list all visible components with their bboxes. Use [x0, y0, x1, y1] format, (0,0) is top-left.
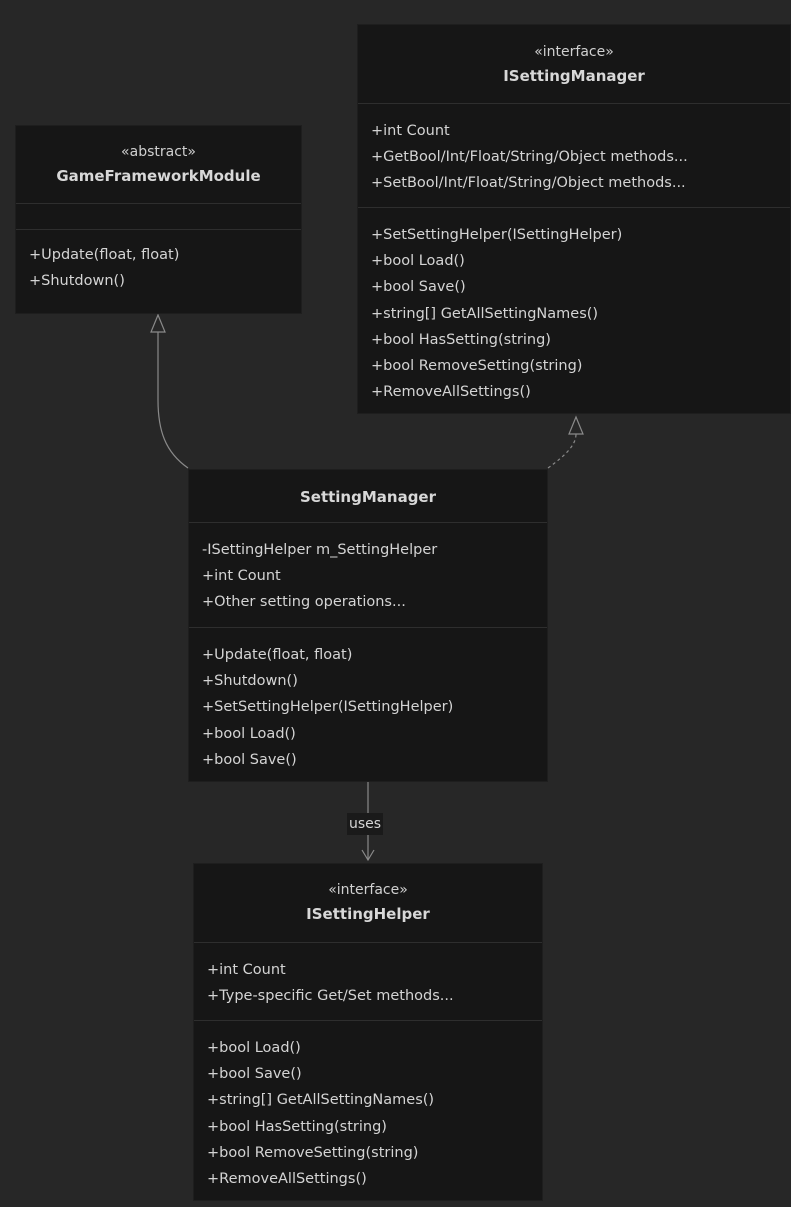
- uses-label: uses: [347, 813, 384, 835]
- stereotype-label: «interface»: [534, 44, 614, 60]
- attribute-row: +SetBool/Int/Float/String/Object methods…: [371, 175, 686, 192]
- attribute-row: +int Count: [371, 123, 450, 139]
- method-row: +bool RemoveSetting(string): [207, 1144, 419, 1161]
- method-row: +Update(float, float): [29, 247, 180, 263]
- method-row: +bool Load(): [202, 725, 296, 742]
- method-row: +bool HasSetting(string): [371, 331, 551, 348]
- class-setting-manager: SettingManager -ISettingHelper m_Setting…: [188, 469, 548, 782]
- realization-arrowhead: [568, 415, 584, 435]
- class-header: «interface» ISettingHelper: [194, 864, 542, 942]
- method-row: +bool Save(): [207, 1066, 302, 1083]
- uses-arrowhead: [361, 849, 375, 862]
- method-row: +bool HasSetting(string): [207, 1118, 387, 1135]
- methods-section: +Update(float, float) +Shutdown() +SetSe…: [189, 627, 547, 773]
- method-row: +SetSettingHelper(ISettingHelper): [202, 699, 454, 716]
- method-row: +string[] GetAllSettingNames(): [207, 1092, 435, 1109]
- attribute-row: -ISettingHelper m_SettingHelper: [202, 542, 438, 558]
- attributes-section: +int Count +Type-specific Get/Set method…: [194, 942, 542, 1020]
- realization-edge: [547, 433, 577, 469]
- method-row: +bool RemoveSetting(string): [371, 358, 583, 375]
- class-name: GameFrameworkModule: [56, 167, 261, 185]
- attribute-row: +int Count: [202, 568, 281, 585]
- stereotype-label: «abstract»: [121, 144, 196, 160]
- class-header: «interface» ISettingManager: [358, 25, 790, 103]
- method-row: +bool Save(): [202, 751, 297, 768]
- inheritance-arrowhead: [150, 313, 166, 333]
- attributes-section: +int Count +GetBool/Int/Float/String/Obj…: [358, 103, 790, 207]
- method-row: +SetSettingHelper(ISettingHelper): [371, 227, 623, 243]
- attribute-row: +int Count: [207, 962, 286, 978]
- class-isetting-manager: «interface» ISettingManager +int Count +…: [357, 24, 791, 414]
- attribute-row: +GetBool/Int/Float/String/Object methods…: [371, 149, 688, 166]
- class-header: «abstract» GameFrameworkModule: [16, 126, 301, 203]
- method-row: +Shutdown(): [202, 673, 298, 690]
- method-row: +RemoveAllSettings(): [207, 1171, 367, 1188]
- attribute-row: +Type-specific Get/Set methods...: [207, 988, 454, 1005]
- method-row: +bool Save(): [371, 279, 466, 296]
- method-row: +Update(float, float): [202, 647, 353, 663]
- class-name: ISettingManager: [503, 67, 645, 85]
- class-name: SettingManager: [299, 488, 437, 506]
- attributes-section: -ISettingHelper m_SettingHelper +int Cou…: [189, 522, 547, 627]
- method-row: +bool Load(): [207, 1040, 301, 1056]
- class-header: SettingManager: [189, 470, 547, 522]
- attributes-section: [16, 203, 301, 229]
- attribute-row: +Other setting operations...: [202, 594, 406, 611]
- method-row: +RemoveAllSettings(): [371, 384, 531, 401]
- class-game-framework-module: «abstract» GameFrameworkModule +Update(f…: [15, 125, 302, 314]
- inheritance-edge: [157, 332, 189, 469]
- class-isetting-helper: «interface» ISettingHelper +int Count +T…: [193, 863, 543, 1201]
- class-name: ISettingHelper: [306, 905, 430, 923]
- methods-section: +Update(float, float) +Shutdown(): [16, 229, 301, 294]
- methods-section: +bool Load() +bool Save() +string[] GetA…: [194, 1020, 542, 1192]
- method-row: +string[] GetAllSettingNames(): [371, 305, 599, 322]
- methods-section: +SetSettingHelper(ISettingHelper) +bool …: [358, 207, 790, 405]
- stereotype-label: «interface»: [328, 882, 408, 898]
- method-row: +Shutdown(): [29, 273, 125, 290]
- method-row: +bool Load(): [371, 253, 465, 270]
